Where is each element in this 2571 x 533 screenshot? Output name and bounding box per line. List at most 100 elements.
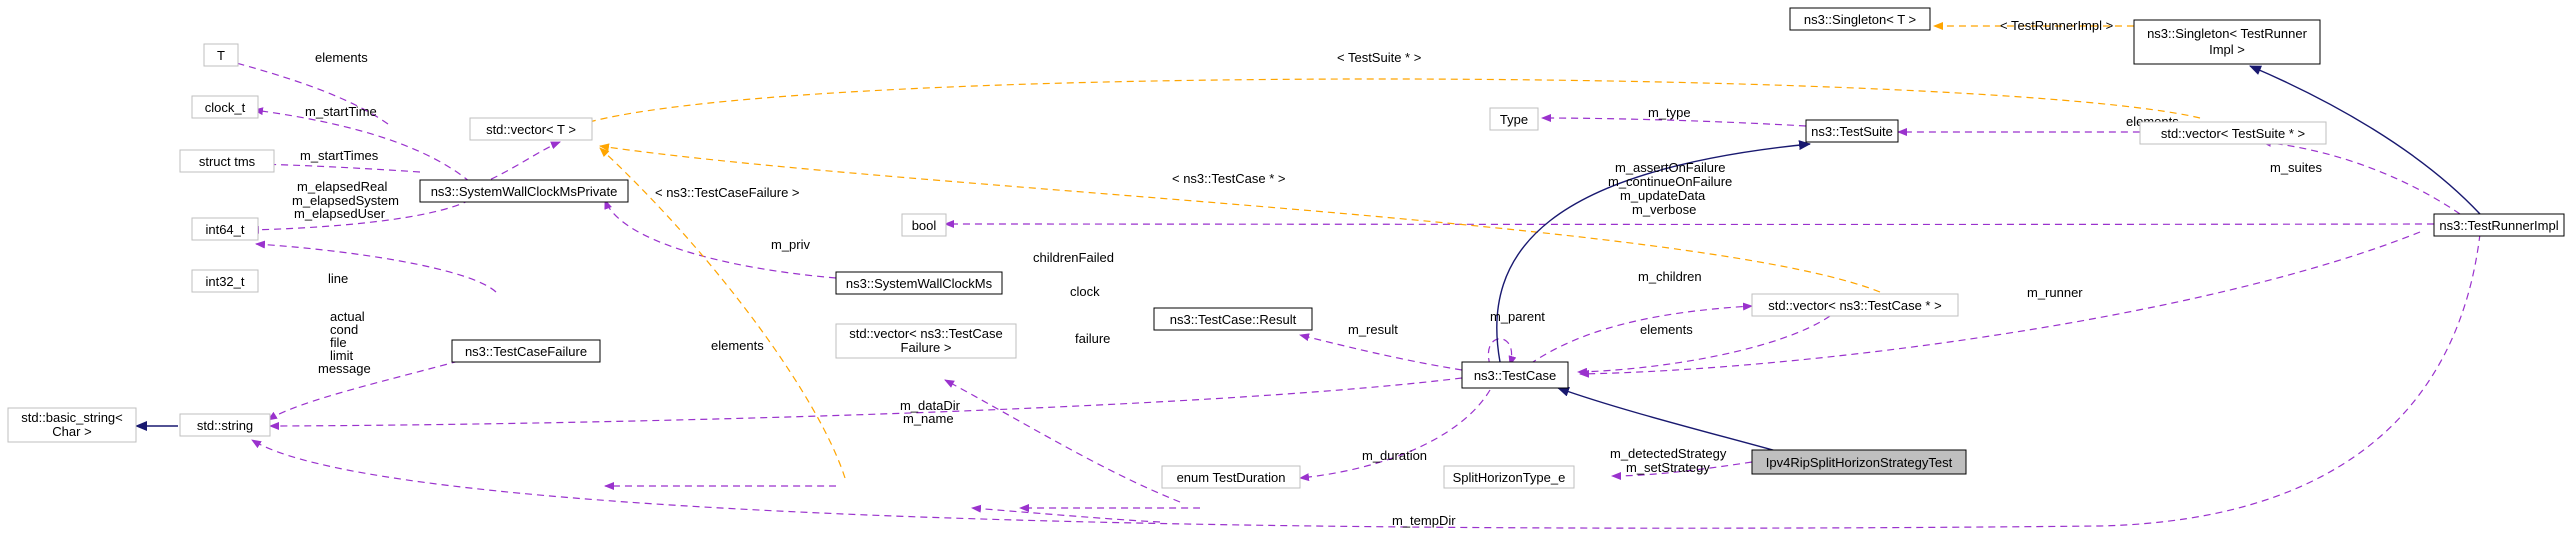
node-type[interactable]: Type xyxy=(1489,107,1539,131)
svg-text:int32_t: int32_t xyxy=(205,274,244,289)
label-m-children: m_children xyxy=(1638,269,1702,284)
svg-text:ns3::TestCase::Result: ns3::TestCase::Result xyxy=(1170,312,1297,327)
edge-m-elapsed xyxy=(249,199,471,234)
edge-tmpl-test-case-failure xyxy=(599,147,846,479)
svg-text:Failure >: Failure > xyxy=(901,340,952,355)
node-clock-t[interactable]: clock_t xyxy=(191,95,259,119)
node-split-horizon-type-e[interactable]: SplitHorizonType_e xyxy=(1443,465,1575,489)
label-m-elapsed-real: m_elapsedReal xyxy=(297,179,387,194)
edge-m-priv xyxy=(604,199,837,279)
edge-inherit-test xyxy=(1557,386,1781,453)
node-std-string[interactable]: std::string xyxy=(179,413,271,437)
label-m-data-dir: m_dataDir xyxy=(900,398,961,413)
node-bool[interactable]: bool xyxy=(901,213,947,237)
node-basic-string[interactable]: std::basic_string< Char > xyxy=(7,407,137,443)
svg-text:std::vector< ns3::TestCase: std::vector< ns3::TestCase xyxy=(849,326,1003,341)
edge-inherit-runner xyxy=(2249,65,2481,215)
node-int64-t[interactable]: int64_t xyxy=(191,217,259,241)
node-test-runner-impl[interactable]: ns3::TestRunnerImpl xyxy=(2433,213,2565,237)
edge-data-dir-name xyxy=(269,377,1463,430)
label-m-set-strategy: m_setStrategy xyxy=(1626,460,1710,475)
node-test-case[interactable]: ns3::TestCase xyxy=(1461,361,1569,389)
edge-labels: elements m_startTime m_startTimes m_elap… xyxy=(292,18,2323,528)
svg-text:Char >: Char > xyxy=(52,424,91,439)
label-tmpl-test-case-failure: < ns3::TestCaseFailure > xyxy=(655,185,800,200)
svg-text:T: T xyxy=(217,48,225,63)
label-m-result: m_result xyxy=(1348,322,1398,337)
node-test-case-failure[interactable]: ns3::TestCaseFailure xyxy=(451,339,601,363)
label-elements-cases: elements xyxy=(1640,322,1693,337)
nodes: T clock_t struct tms int64_t int32_t std… xyxy=(7,7,2565,489)
label-clock: clock xyxy=(1070,284,1100,299)
node-vector-test-case-failure[interactable]: std::vector< ns3::TestCase Failure > xyxy=(835,323,1017,359)
node-enum-test-duration[interactable]: enum TestDuration xyxy=(1161,465,1301,489)
svg-text:ns3::SystemWallClockMsPrivate: ns3::SystemWallClockMsPrivate xyxy=(431,184,618,199)
label-children-failed: childrenFailed xyxy=(1033,250,1114,265)
label-m-name: m_name xyxy=(903,411,954,426)
label-tmpl-runner-impl: < TestRunnerImpl > xyxy=(2000,18,2113,33)
edge-children-failed xyxy=(944,379,1181,503)
label-m-temp-dir: m_tempDir xyxy=(1392,513,1456,528)
svg-text:ns3::TestCase: ns3::TestCase xyxy=(1474,368,1556,383)
edge-m-type xyxy=(1541,114,1807,127)
label-limit: limit xyxy=(330,348,353,363)
svg-text:ns3::Singleton< TestRunner: ns3::Singleton< TestRunner xyxy=(2147,26,2308,41)
label-m-update-data: m_updateData xyxy=(1620,188,1706,203)
edge-m-runner xyxy=(1579,231,2421,378)
svg-text:SplitHorizonType_e: SplitHorizonType_e xyxy=(1453,470,1566,485)
node-T[interactable]: T xyxy=(203,43,239,67)
svg-text:std::vector< ns3::TestCase * >: std::vector< ns3::TestCase * > xyxy=(1768,298,1941,313)
svg-text:std::vector< T >: std::vector< T > xyxy=(486,122,576,137)
label-m-elapsed-system: m_elapsedSystem xyxy=(292,193,399,208)
label-m-duration: m_duration xyxy=(1362,448,1427,463)
node-system-wall-clock-ms[interactable]: ns3::SystemWallClockMs xyxy=(835,271,1003,295)
edge-elements-T xyxy=(225,58,389,125)
svg-text:Type: Type xyxy=(1500,112,1528,127)
node-test-suite[interactable]: ns3::TestSuite xyxy=(1805,119,1899,143)
edge-failure-strings xyxy=(267,357,471,421)
svg-text:struct tms: struct tms xyxy=(199,154,256,169)
edge-m-result xyxy=(1299,333,1463,371)
edge-elements-cases xyxy=(1577,315,1831,376)
edge-tmpl-test-suite xyxy=(581,78,2201,126)
node-singleton-test-runner-impl[interactable]: ns3::Singleton< TestRunner Impl > xyxy=(2133,19,2321,65)
label-line: line xyxy=(328,271,348,286)
label-m-type: m_type xyxy=(1648,105,1691,120)
svg-text:Impl >: Impl > xyxy=(2209,42,2245,57)
edges xyxy=(135,22,2481,529)
label-elements-failure: elements xyxy=(711,338,764,353)
label-message: message xyxy=(318,361,371,376)
label-m-elapsed-user: m_elapsedUser xyxy=(294,206,386,221)
node-system-wall-clock-ms-private[interactable]: ns3::SystemWallClockMsPrivate xyxy=(419,179,629,203)
edge-m-children xyxy=(1529,302,1753,365)
label-m-suites: m_suites xyxy=(2270,160,2323,175)
node-vector-test-case-ptr[interactable]: std::vector< ns3::TestCase * > xyxy=(1751,293,1959,317)
node-int32-t[interactable]: int32_t xyxy=(191,269,259,293)
label-failure: failure xyxy=(1075,331,1110,346)
edge-clock xyxy=(971,504,1161,523)
label-m-assert-on-failure: m_assertOnFailure xyxy=(1615,160,1726,175)
node-std-vector-T[interactable]: std::vector< T > xyxy=(469,117,593,141)
edge-m-start-time xyxy=(253,107,471,183)
svg-text:Ipv4RipSplitHorizonStrategyTes: Ipv4RipSplitHorizonStrategyTest xyxy=(1766,455,1953,470)
label-m-priv: m_priv xyxy=(771,237,811,252)
label-m-detected-strategy: m_detectedStrategy xyxy=(1610,446,1727,461)
node-ipv4-rip-split-horizon-strategy-test[interactable]: Ipv4RipSplitHorizonStrategyTest xyxy=(1751,449,1967,475)
svg-text:ns3::SystemWallClockMs: ns3::SystemWallClockMs xyxy=(846,276,993,291)
label-cond: cond xyxy=(330,322,358,337)
label-m-continue-on-failure: m_continueOnFailure xyxy=(1608,174,1732,189)
node-test-case-result[interactable]: ns3::TestCase::Result xyxy=(1153,307,1313,331)
svg-text:enum TestDuration: enum TestDuration xyxy=(1177,470,1286,485)
edge-m-suites xyxy=(2261,138,2461,215)
label-m-runner: m_runner xyxy=(2027,285,2083,300)
svg-text:ns3::TestCaseFailure: ns3::TestCaseFailure xyxy=(465,344,587,359)
svg-text:ns3::TestSuite: ns3::TestSuite xyxy=(1811,124,1893,139)
node-vector-test-suite-ptr[interactable]: std::vector< TestSuite * > xyxy=(2139,121,2327,145)
node-struct-tms[interactable]: struct tms xyxy=(179,149,275,173)
edge-private-vector xyxy=(479,141,561,185)
label-elements-T: elements xyxy=(315,50,368,65)
node-singleton-T[interactable]: ns3::Singleton< T > xyxy=(1789,7,1931,31)
label-m-start-time: m_startTime xyxy=(305,104,377,119)
edge-m-temp-dir xyxy=(251,233,2481,529)
